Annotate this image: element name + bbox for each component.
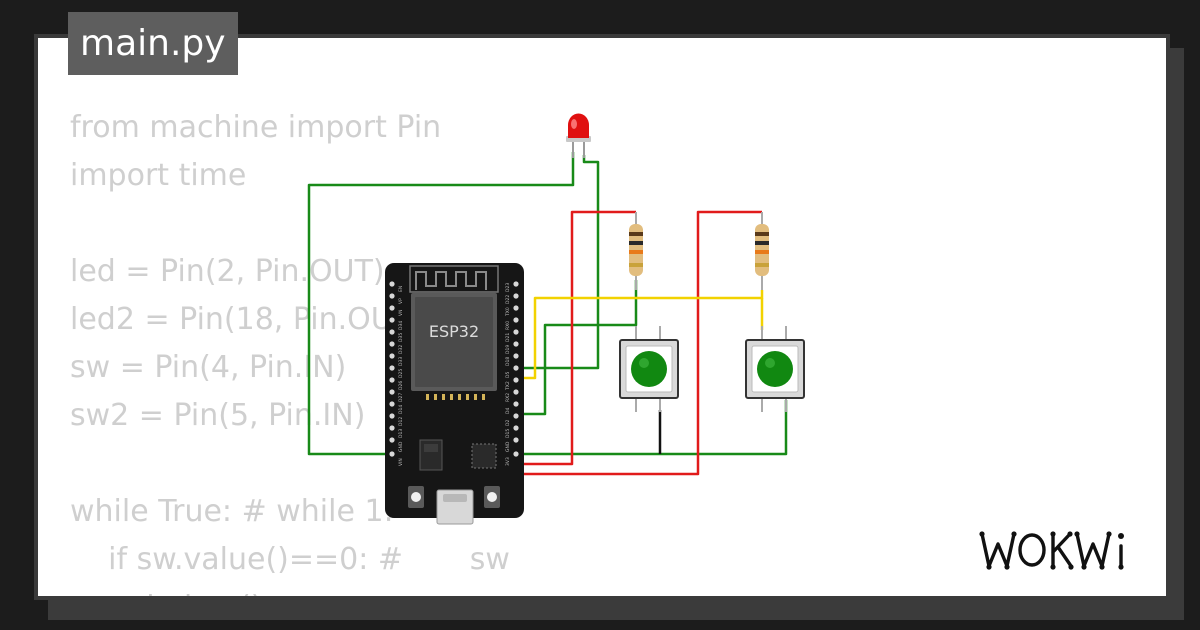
wire-r2-vcc[interactable] [518, 210, 762, 476]
pin-label-right-10: RX2 [505, 393, 511, 402]
pin-label-right-14: GND [505, 441, 511, 452]
canvas-card: from machine import Pin import time led = … [34, 34, 1170, 600]
code-line-4: led = Pin(2, Pin.OUT) [70, 254, 385, 289]
code-line-5: led2 = Pin(18, Pin.OUT) [70, 302, 423, 337]
code-line-6: sw = Pin(4, Pin.IN) [70, 350, 347, 385]
wires [307, 152, 788, 476]
pushbutton-1[interactable] [619, 326, 679, 412]
pin-label-right-9: TX2 [505, 381, 511, 391]
code-line-2: import time [70, 158, 247, 193]
pin-label-left-2: VP [398, 298, 404, 304]
code-line-1: from machine import Pin [70, 110, 442, 145]
red-led[interactable] [566, 113, 591, 158]
code-line-10: if sw.value()==0: # sw [70, 542, 510, 577]
file-tab[interactable]: main.py [68, 12, 238, 75]
pin-label-left-3: VN [398, 310, 404, 316]
wire-sw2-gnd[interactable] [518, 400, 788, 456]
voltage-regulator [419, 439, 443, 471]
pin-label-left-14: GND [398, 441, 404, 452]
wire-led-gnd[interactable] [307, 152, 575, 456]
pin-label-right-7: D18 [505, 357, 511, 366]
esp32-board[interactable]: ESP32 EN VP VN D34 D35 D32 [385, 263, 524, 525]
pin-label-left-4: D34 [398, 321, 404, 330]
pin-label-left-12: D12 [398, 417, 404, 426]
pin-label-right-12: D2 [505, 420, 511, 426]
pin-label-left-15: VIN [398, 458, 404, 466]
pin-label-left-5: D35 [398, 333, 404, 342]
pushbutton-2[interactable] [745, 326, 805, 412]
pin-label-left-8: D25 [398, 369, 404, 378]
wokwi-logo [979, 531, 1124, 570]
wire-sw2-signal[interactable] [518, 290, 764, 380]
module-pads [426, 394, 485, 400]
esp32-label: ESP32 [429, 322, 479, 341]
pin-label-left-9: D26 [398, 381, 404, 390]
wire-sw1-signal[interactable] [518, 280, 638, 416]
resistor-2[interactable] [755, 212, 769, 290]
pin-label-right-2: D22 [505, 295, 511, 304]
code-background: from machine import Pin import time led = … [70, 104, 510, 596]
pin-label-right-3: TX0 [505, 307, 511, 317]
code-line-7: sw2 = Pin(5, Pin.IN) [70, 398, 366, 433]
code-line-11: led.on() [70, 584, 510, 596]
pin-labels: EN VP VN D34 D35 D32 D33 D25 D26 D27 D14… [398, 283, 511, 466]
wire-r1-vcc[interactable] [518, 210, 636, 466]
pin-label-left-11: D14 [398, 405, 404, 414]
pin-label-right-8: D5 [505, 372, 511, 378]
pin-label-right-11: D4 [505, 408, 511, 414]
en-button[interactable] [408, 486, 424, 508]
pin-label-left-1: EN [398, 286, 404, 292]
pin-label-left-13: D13 [398, 429, 404, 438]
pin-label-left-6: D32 [398, 345, 404, 354]
pin-label-right-15: 3V3 [505, 457, 511, 466]
pin-label-right-5: D21 [505, 333, 511, 342]
usb-port [436, 489, 474, 525]
pin-label-right-13: D15 [505, 429, 511, 438]
resistor-1[interactable] [629, 212, 643, 290]
pin-label-right-1: D23 [505, 283, 511, 292]
pin-label-right-6: D19 [505, 345, 511, 354]
pin-headers [389, 281, 519, 457]
boot-button[interactable] [484, 486, 500, 508]
pin-label-left-10: D27 [398, 393, 404, 402]
wire-led-anode[interactable] [518, 155, 600, 370]
pin-label-right-4: RX0 [505, 321, 511, 330]
pin-label-left-7: D33 [398, 357, 404, 366]
usb-chip [471, 443, 497, 469]
